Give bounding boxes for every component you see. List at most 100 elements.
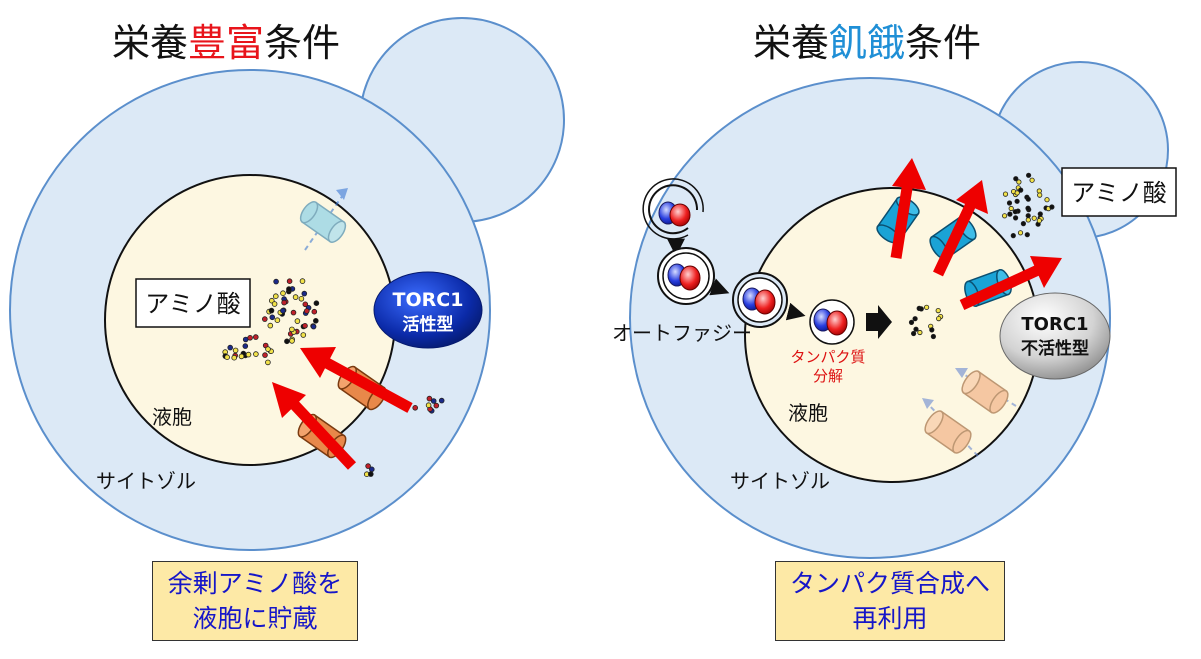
left-torc1-label: TORC1 [393,289,464,311]
amino-acid-dot [302,322,308,329]
amino-acid-dot [368,466,375,473]
left-torc1-state: 活性型 [403,314,454,335]
amino-acid-dot [367,471,374,477]
amino-acid-dot [1036,218,1042,224]
amino-acid-dot [1001,213,1008,219]
amino-acid-dot [912,316,918,322]
amino-acid-dot [292,294,299,300]
right-red-arrow-1 [890,158,926,259]
amino-acid-dot [301,290,308,297]
amino-acid-dot [412,404,419,411]
right-amino-acid-released [908,304,944,340]
autophagy-stage-2 [657,247,715,305]
amino-acid-dot [313,300,320,307]
right-amino-acid-exported [1001,172,1055,239]
right-title-highlight: 飢餓 [829,21,906,65]
amino-acid-dot [918,306,924,312]
left-transporter-faded [299,188,348,251]
amino-acid-dot [1025,213,1031,219]
amino-acid-dot [1029,177,1035,183]
amino-acid-dot [286,278,293,285]
amino-acid-dot [247,334,253,341]
left-amino-acid-cluster [222,278,320,366]
amino-acid-dot [430,398,437,404]
right-cytosol-label: サイトゾル [730,469,830,493]
amino-acid-dot [913,326,919,332]
left-vacuole-label: 液胞 [152,405,192,429]
amino-acid-dot [1008,205,1014,212]
left-title: 栄養豊富条件 [112,12,340,67]
right-transporter-faded-1 [955,368,1017,414]
amino-acid-dot [265,346,271,352]
amino-acid-dot [253,334,259,340]
amino-acid-dot [1017,230,1024,236]
right-title-prefix: 栄養 [753,21,830,65]
amino-acid-dot [310,323,317,330]
left-amino-box-label: アミノ酸 [145,290,241,318]
left-red-arrow-2 [272,382,357,470]
right-title: 栄養飢餓条件 [753,12,981,67]
amino-acid-dot [935,307,941,314]
right-red-arrow-3 [959,256,1062,310]
amino-acid-dot [280,307,286,314]
amino-acid-dot [1013,176,1019,182]
amino-acid-dot [1024,232,1030,238]
protein-degradation-label-2: 分解 [813,367,843,385]
amino-acid-dot [286,286,292,292]
amino-acid-dot [1018,187,1024,193]
amino-acid-dot [1044,197,1050,203]
left-title-highlight: 豊富 [188,21,265,65]
left-amino-box: アミノ酸 [135,278,251,328]
amino-acid-dot [910,330,917,337]
amino-acid-dot [1031,215,1037,221]
amino-acid-dot [1025,196,1031,202]
amino-acid-dot [1049,204,1055,210]
amino-acid-dot [1037,211,1043,217]
amino-acid-dot [923,304,930,310]
amino-acid-dot [290,309,297,316]
amino-acid-dot [1012,215,1019,221]
amino-acid-dot [1010,233,1016,239]
left-amino-acid-incoming [363,395,445,478]
amino-acid-dot [1012,209,1018,215]
amino-acid-dot [917,329,923,336]
amino-acid-dot [289,326,295,333]
right-transporter-faded-2 [922,398,979,457]
amino-acid-dot [231,354,238,361]
amino-acid-dot [289,338,295,344]
right-red-arrow-2 [933,180,988,277]
amino-acid-dot [1026,172,1032,178]
right-vacuole-label: 液胞 [788,401,828,425]
left-caption-line-2: 液胞に貯蔵 [192,604,318,633]
right-title-suffix: 条件 [905,21,982,65]
left-red-arrow-1 [300,347,413,413]
amino-acid-dot [281,299,287,306]
amino-acid-dot [268,307,275,314]
degradation-arrow [866,305,892,339]
right-torc1-state: 不活性型 [1021,338,1089,359]
amino-acid-dot [1020,221,1027,227]
amino-acid-dot [302,301,309,308]
amino-acid-dot [312,317,319,324]
right-caption-line-2: 再利用 [852,604,928,633]
amino-acid-dot [242,343,249,349]
amino-acid-dot [262,352,268,358]
right-caption-line-1: タンパク質合成へ [789,569,990,598]
amino-acid-dot [1002,191,1009,197]
right-amino-box: アミノ酸 [1061,167,1177,217]
autophagy-stage-1 [642,178,704,240]
right-amino-box-label: アミノ酸 [1071,179,1167,207]
amino-acid-dot [294,318,301,324]
amino-acid-dot [929,327,935,333]
autophagy-arrow-3 [785,302,806,321]
amino-acid-dot [261,316,268,322]
amino-acid-dot [1016,179,1022,185]
amino-acid-dot [224,354,230,361]
amino-acid-dot [253,351,259,357]
amino-acid-dot [1037,192,1043,198]
amino-acid-dot [908,319,915,325]
amino-acid-dot [1007,211,1013,217]
autophagic-body [809,299,855,345]
left-caption-box: 余剰アミノ酸を 液胞に貯蔵 [152,561,358,641]
amino-acid-dot [269,314,276,321]
